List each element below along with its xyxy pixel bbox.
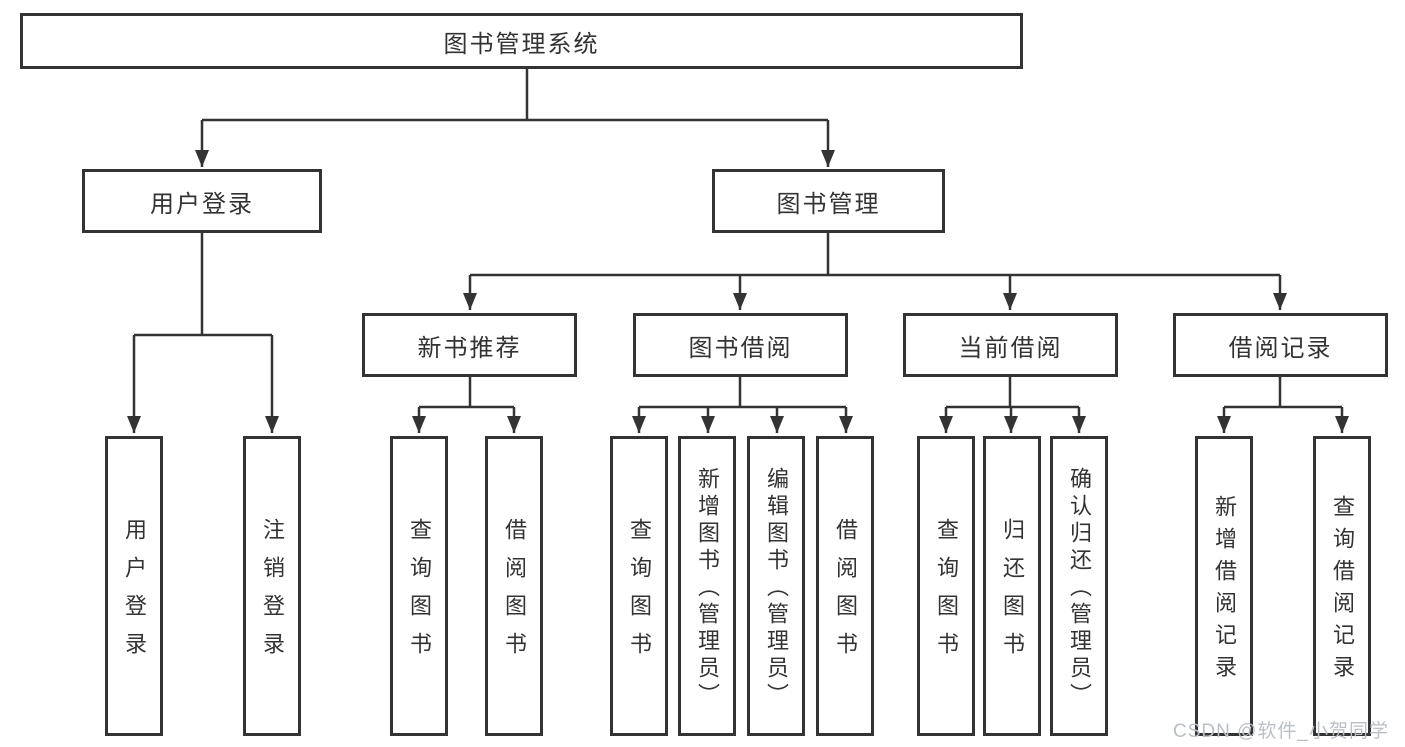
leaf-currentborrow-return-book: 归还图书 — [983, 436, 1041, 736]
node-user-login: 用户登录 — [82, 169, 322, 233]
leaf-bookborrow-add-book-admin-label: 新增图书（管理员） — [695, 467, 720, 710]
leaf-bookborrow-query-book: 查询图书 — [610, 436, 668, 736]
connector-bookmgmt-to-level3 — [463, 233, 1287, 310]
leaf-currentborrow-query-book: 查询图书 — [917, 436, 975, 736]
node-library-management-system: 图书管理系统 — [20, 13, 1023, 69]
leaf-records-add-borrow-record-label: 新增借阅记录 — [1212, 495, 1237, 687]
leaf-records-query-borrow-record: 查询借阅记录 — [1313, 436, 1371, 736]
leaf-logout: 注销登录 — [243, 436, 301, 736]
leaf-user-login: 用户登录 — [105, 436, 163, 736]
leaf-records-query-borrow-record-label: 查询借阅记录 — [1330, 495, 1355, 687]
node-current-borrow: 当前借阅 — [903, 313, 1118, 377]
leaf-user-login-label: 用户登录 — [122, 518, 147, 670]
node-book-borrow: 图书借阅 — [633, 313, 848, 377]
leaf-currentborrow-confirm-return-admin-label: 确认归还（管理员） — [1067, 467, 1092, 710]
leaf-bookborrow-edit-book-admin: 编辑图书（管理员） — [747, 436, 805, 736]
leaf-logout-label: 注销登录 — [260, 518, 285, 670]
leaf-newbook-borrow-book-label: 借阅图书 — [502, 518, 527, 670]
connector-newbook-to-leaves — [412, 377, 521, 433]
leaf-currentborrow-confirm-return-admin: 确认归还（管理员） — [1050, 436, 1108, 736]
connector-bookborrow-to-leaves — [632, 377, 853, 433]
leaf-currentborrow-query-book-label: 查询图书 — [934, 518, 959, 670]
leaf-bookborrow-add-book-admin: 新增图书（管理员） — [678, 436, 736, 736]
connector-borrowrecords-to-leaves — [1217, 377, 1349, 433]
node-new-book-recommend: 新书推荐 — [362, 313, 577, 377]
leaf-bookborrow-borrow-book-label: 借阅图书 — [833, 518, 858, 670]
connector-root-to-level2 — [195, 68, 835, 167]
leaf-newbook-borrow-book: 借阅图书 — [485, 436, 543, 736]
node-book-management: 图书管理 — [712, 169, 945, 233]
leaf-bookborrow-borrow-book: 借阅图书 — [816, 436, 874, 736]
node-borrow-records: 借阅记录 — [1173, 313, 1388, 377]
leaf-records-add-borrow-record: 新增借阅记录 — [1195, 436, 1253, 736]
leaf-currentborrow-return-book-label: 归还图书 — [1000, 518, 1025, 670]
connector-currentborrow-to-leaves — [939, 377, 1086, 433]
leaf-newbook-query-book: 查询图书 — [390, 436, 448, 736]
leaf-bookborrow-edit-book-admin-label: 编辑图书（管理员） — [764, 467, 789, 710]
leaf-newbook-query-book-label: 查询图书 — [407, 518, 432, 670]
connector-userlogin-to-leaves — [127, 233, 279, 433]
leaf-bookborrow-query-book-label: 查询图书 — [627, 518, 652, 670]
